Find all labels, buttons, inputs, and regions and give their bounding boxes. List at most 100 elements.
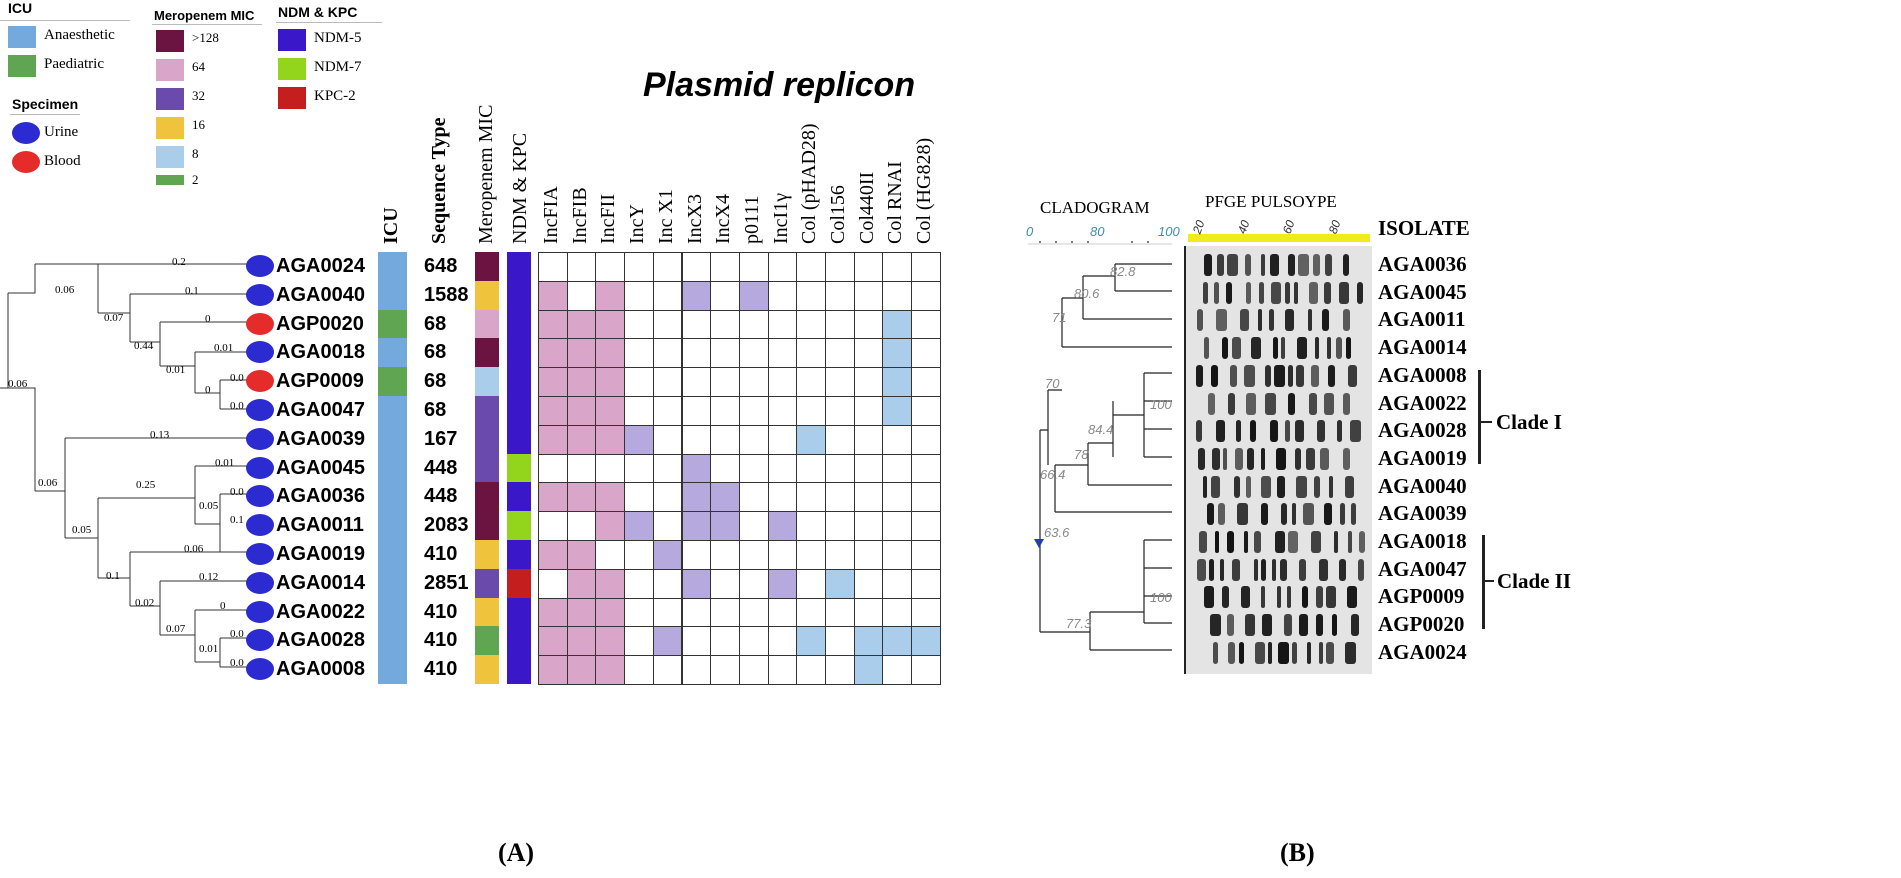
replicon-cell: [825, 626, 855, 657]
pfge-isolate-label: AGA0014: [1378, 335, 1467, 360]
gel-band: [1285, 420, 1290, 443]
gel-band: [1270, 254, 1279, 276]
gel-band: [1285, 281, 1290, 304]
node-value: 77.3: [1066, 616, 1092, 631]
ndm-kpc-cell: [507, 338, 531, 368]
specimen-dot: [246, 543, 274, 565]
icu-anaesthetic-swatch: [8, 26, 36, 48]
gel-band: [1203, 281, 1208, 304]
gel-band: [1294, 281, 1298, 304]
replicon-cell: [853, 626, 884, 657]
replicon-header: Col156: [827, 185, 849, 244]
replicon-cell: [825, 424, 855, 455]
icu-cell: [378, 453, 407, 483]
replicon-cell: [710, 568, 740, 599]
gel-band: [1319, 641, 1323, 664]
replicon-cell: [882, 424, 913, 455]
gel-band: [1284, 614, 1292, 637]
ndm-kpc-cell: [507, 597, 531, 627]
header-meropenem-mic: Meropenem MIC: [475, 104, 497, 244]
replicon-cell: [825, 482, 855, 513]
branch-label: 0.06: [8, 378, 28, 390]
specimen-dot: [246, 514, 274, 537]
clade-i-bracket: [1478, 370, 1481, 464]
icu-cell: [378, 309, 407, 339]
replicon-cell: [538, 367, 568, 397]
gel-band: [1340, 503, 1345, 526]
replicon-cell: [681, 280, 712, 311]
replicon-cell: [882, 367, 913, 397]
replicon-cell: [853, 568, 884, 599]
replicon-cell: [681, 367, 712, 397]
gel-band: [1288, 364, 1293, 387]
gel-band: [1339, 281, 1349, 304]
branch-label: 0.07: [166, 623, 186, 635]
gel-band: [1244, 531, 1248, 553]
gel-band: [1241, 586, 1250, 609]
branch-label: 0.0: [230, 400, 244, 412]
isolate-label: AGA0045: [276, 456, 365, 479]
specimen-dot: [246, 658, 274, 681]
node-value: 78: [1074, 447, 1089, 462]
pfge-isolate-label: AGA0047: [1378, 556, 1467, 581]
ndm-kpc-cell: [507, 252, 531, 282]
replicon-cell: [767, 597, 798, 628]
gel-band: [1322, 309, 1329, 332]
clade-ii-tick: [1482, 580, 1494, 582]
gel-band: [1316, 614, 1323, 637]
gel-band: [1287, 586, 1291, 609]
branch-label: 0.0: [230, 628, 244, 640]
gel-band: [1244, 364, 1255, 387]
gel-band: [1227, 531, 1234, 553]
gel-band: [1295, 420, 1304, 443]
replicon-cell: [796, 453, 826, 484]
replicon-cell: [566, 453, 597, 484]
replicon-cell: [595, 252, 626, 282]
replicon-cell: [652, 280, 683, 311]
replicon-cell: [767, 655, 798, 685]
branch-label: 0.05: [199, 500, 219, 512]
icu-cell: [378, 482, 407, 512]
replicon-cell: [710, 655, 740, 685]
sequence-type-value: 68: [424, 399, 447, 421]
replicon-cell: [825, 655, 855, 685]
gel-band: [1277, 475, 1285, 498]
replicon-cell: [566, 655, 597, 685]
gel-band: [1216, 309, 1227, 332]
replicon-cell: [538, 252, 568, 282]
gel-band: [1258, 309, 1262, 332]
replicon-cell: [853, 453, 884, 484]
node-value: 66.4: [1040, 467, 1066, 482]
specimen-dot: [246, 485, 274, 508]
gel-band: [1251, 337, 1261, 360]
panel-b-label: (B): [1280, 838, 1315, 867]
replicon-cell: [911, 482, 941, 513]
replicon-cell: [796, 309, 826, 340]
pfge-isolate-label: AGA0028: [1378, 418, 1467, 443]
replicon-header: IncX3: [683, 194, 706, 244]
replicon-cell: [738, 568, 769, 599]
node-value: 71: [1052, 310, 1067, 325]
replicon-cell: [796, 396, 826, 426]
specimen-legend: Specimen Urine Blood: [0, 92, 110, 176]
mic-cell: [475, 396, 499, 426]
gel-band: [1218, 503, 1225, 526]
icu-legend-title: ICU: [8, 0, 33, 16]
gel-band: [1207, 503, 1214, 526]
ndm5-swatch: [278, 29, 306, 51]
replicon-cell: [767, 540, 798, 570]
replicon-cell: [911, 338, 941, 369]
node-value: 100: [1150, 590, 1172, 605]
gel-band: [1278, 641, 1289, 664]
replicon-cell: [652, 597, 683, 628]
scale-tick: 0: [1026, 224, 1034, 239]
gel-band: [1299, 614, 1308, 637]
specimen-urine-dot: [12, 122, 40, 144]
mic-2-label: 2: [192, 172, 199, 187]
branch-label: 0: [220, 600, 226, 612]
cladogram-scale: [1028, 241, 1172, 245]
gel-band: [1314, 475, 1320, 498]
branch-label: 0: [205, 384, 211, 396]
gel-band: [1316, 586, 1323, 609]
icu-cell: [378, 338, 407, 368]
